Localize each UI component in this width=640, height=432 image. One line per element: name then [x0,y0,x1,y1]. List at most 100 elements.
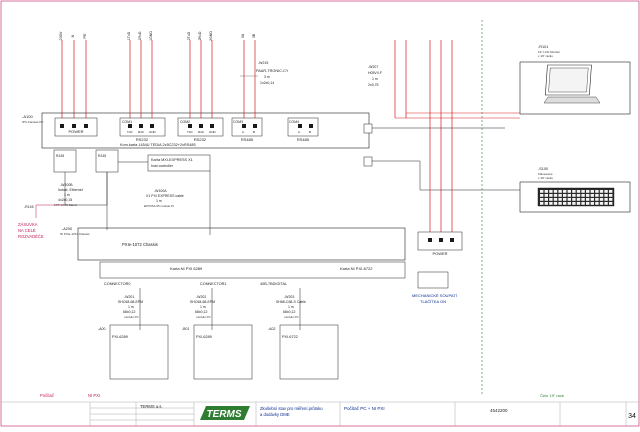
connector0-label: CONNECTOR0 [104,282,131,286]
com-ports: COM1 COM2 COM3 COM4 TxD RxD GND TxD RxD … [119,117,319,147]
cable-w201-len: 1 m [128,305,134,309]
wire-label-2rxd: 2RxD [198,31,202,40]
wire-label-1txd: 1TxD [127,31,131,40]
keyboard-key [549,198,553,201]
wire-label-2gnd: 2GND [209,31,213,41]
keyboard-key [572,190,576,193]
cable-w207-spec: 2x0,75 [368,83,379,87]
keyboard-key [540,202,544,205]
company-name: TERMS a.s. [140,404,163,409]
keyboard-key [599,190,604,193]
keyboard-key [595,202,599,205]
socket-label-1: ZÁSUVKA [18,222,38,227]
cable-w203-type: SH68-C68-S Cable [276,300,306,304]
wire-label-3b: 3B [252,33,256,38]
keyboard-key [572,198,576,201]
pxi-power-block [417,231,463,289]
keyboard-key [604,198,608,201]
cable-w202-type: SHC68-68-EPM [190,300,215,304]
monitor-desc-1: 19" LCD Monitor [538,50,560,54]
module-boxes [109,324,339,380]
cable-w215-len: 3 m [264,75,270,79]
wire-label-3a: 3A [241,33,245,38]
keyboard-key [544,202,548,205]
cable-w202-note: modulu PC [196,315,212,319]
title-block-grid [1,401,639,426]
com2-pin-rxd: RxD [198,130,205,134]
keyboard-key [544,194,548,197]
power-label-n: N [71,34,75,37]
connector1-label: CONNECTOR1 [200,282,227,286]
cable-w201-spec: 68x0,12 [123,310,136,314]
keyboard-ref: -S100 [538,167,548,171]
mech-switch-1: MECHANICKÉ SOUPATÍ [412,293,458,298]
bottom-label-nipxi: NI PXI [88,393,100,398]
cable-w100b-ref: -W100B [60,183,73,187]
monitor-icon [519,61,631,115]
cable-w203-ref: -W203 [284,295,294,299]
keyboard-key [604,190,608,193]
keyboard-key [567,190,571,193]
cable-w100a-type: X1 PXI EXPRESS cable [146,194,184,198]
keyboard-key [553,190,558,193]
pxi-power-label: POWER [432,251,447,256]
keyboard-key [595,198,599,201]
pc-right-ports [363,123,520,191]
cable-w203-len: 1 m [288,305,294,309]
group-rs232-2: RS232 [194,137,207,142]
keyboard-key [567,198,571,201]
keyboard-key [576,202,581,205]
keyboard-key [553,198,558,201]
keyboard-key [563,190,567,193]
keyboard-key [581,202,585,205]
power-label-pe: PE [83,33,87,39]
com3-pin-b: B [253,130,255,134]
keyboard-key [563,194,567,197]
keyboard-key [544,190,548,193]
keyboard-key [599,202,604,205]
mxi-card-line1: Karta MXI-EXPRESS X1 [151,158,193,162]
keyboard-key [572,194,576,197]
keyboard-key [567,202,571,205]
cable-w100b-type: Indust. Ethernet [58,188,83,192]
module-name-2: PXI-6722 [282,335,298,339]
group-rs485-2: RS485 [297,137,310,142]
rj45-label-2: RJ45 [98,154,106,158]
socket-label-2: NA CELÉ [18,228,36,233]
keyboard-key [604,194,608,197]
module-name-0: PXI-6289 [112,335,128,339]
cable-w201-ref: -W201 [124,295,134,299]
com2-pin-txd: TxD [187,130,193,134]
keyboard-key [599,194,604,197]
cable-w207-ref: -W207 [368,65,378,69]
module-ref-1: -B01 [182,327,189,331]
keyboard-key [581,198,585,201]
keyboard-key [590,202,594,205]
keyboard-desc-2: v 19" racku [538,176,553,180]
socket-label-3: ROZVADĚČE [18,234,44,239]
cable-w100a-ref: -W100A [154,189,167,193]
cable-w202-spec: 68x0,12 [195,310,208,314]
keyboard-desc-1: Klávesnice [538,172,553,176]
keyboard-key [540,194,544,197]
wire-label-2txd: 2TxD [187,31,191,40]
pxi-card-title-6289: Karta NI PXI 6289 [170,266,203,271]
module-cables [139,288,301,330]
keyboard-key [553,194,558,197]
keyboard-key [576,198,581,201]
module-name-1: PXI-6289 [196,335,212,339]
power-label-230v: 230V [59,31,63,40]
keyboard-key [599,198,604,201]
cable-w203-note: modulu PC [284,315,300,319]
pxi-card-title-6722: Karta NI PXI-6722 [340,266,373,271]
keyboard-icon [519,181,631,213]
com1-pin-txd: TxD [127,130,133,134]
keyboard-key [572,202,576,205]
card-title: Kom.karta 1454U TEDIA 2x5C232+2xRS485 [120,143,196,147]
cable-w215-type: PAAR-TRONIC-CY [256,69,289,73]
cable-w202-ref: -W202 [196,295,206,299]
com2-pin-gnd: GND [209,130,217,134]
